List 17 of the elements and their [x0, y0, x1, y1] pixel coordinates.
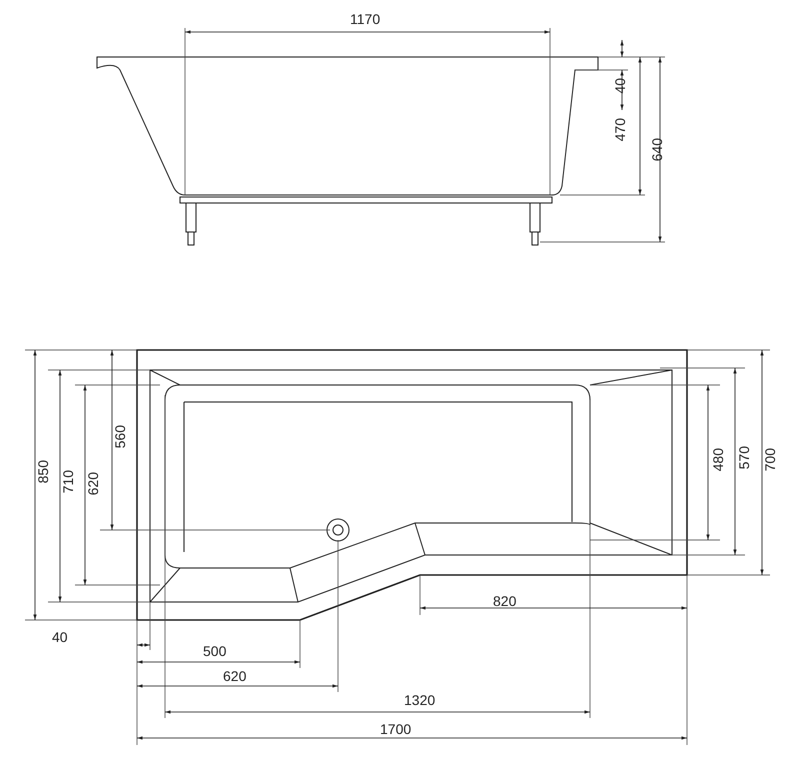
dimension-label: 480: [711, 448, 725, 472]
dimension-label: 640: [650, 138, 664, 162]
dimension-label: 570: [737, 446, 751, 470]
dimension-label: 40: [613, 78, 627, 94]
dimension-label: 620: [86, 472, 100, 496]
dimension-label: 560: [113, 425, 127, 448]
dimension-label: 710: [61, 470, 75, 494]
dimension-label: 820: [493, 594, 516, 608]
dimension-label: 850: [36, 460, 50, 484]
dimension-label: 470: [613, 118, 627, 142]
dimension-label: 620: [223, 669, 246, 683]
dimension-label: 1320: [404, 693, 436, 707]
dimension-label: 700: [763, 448, 777, 472]
dimension-label: 1170: [350, 12, 380, 26]
dimension-label: 500: [203, 644, 226, 658]
dimension-label: 40: [52, 630, 68, 644]
dimension-label: 1700: [380, 722, 412, 736]
